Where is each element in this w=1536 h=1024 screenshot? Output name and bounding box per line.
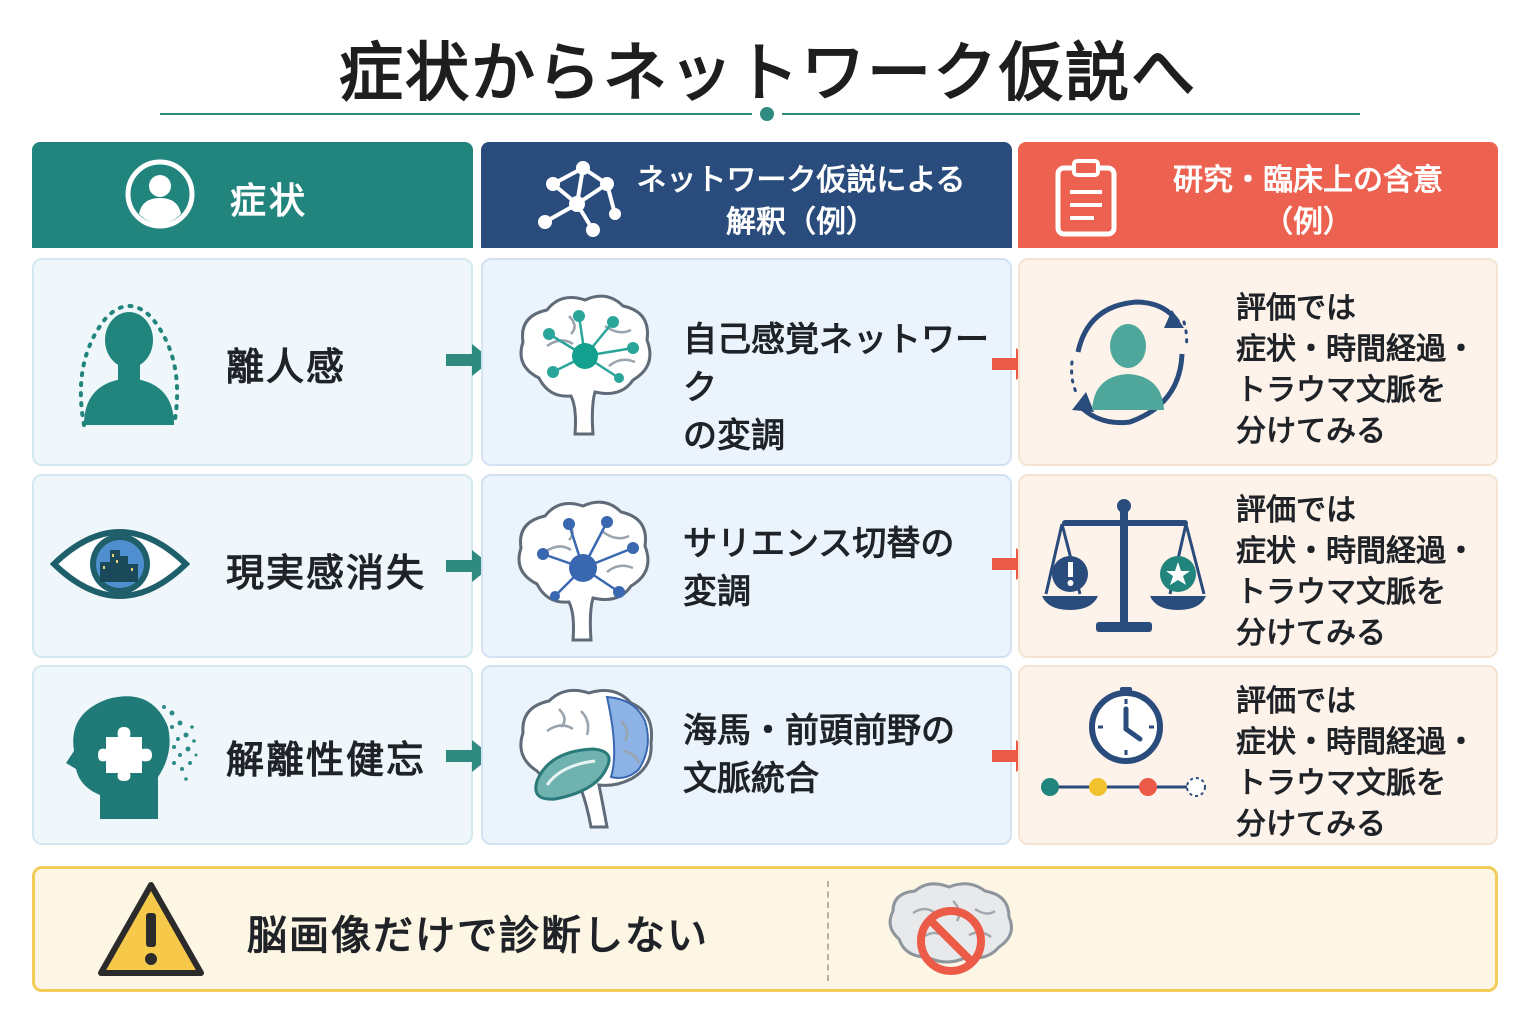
symptom-label: 解離性健忘 — [226, 738, 427, 782]
head-puzzle-icon — [66, 696, 198, 819]
symptom-label: 離人感 — [226, 345, 347, 389]
brain-network-icon — [519, 294, 652, 436]
title-divider — [160, 107, 1360, 121]
interpretation-text: 海馬・前頭前野の 文脈統合 — [683, 711, 955, 799]
row-3-interpretation-cell: 海馬・前頭前野の 文脈統合 — [481, 665, 1012, 845]
eye-city-icon — [50, 529, 190, 599]
header-implication-label: 研究・臨床上の含意 （例） — [1173, 163, 1443, 240]
brain-hippocampus-icon — [519, 688, 654, 829]
user-circle-icon — [125, 159, 195, 229]
warning-triangle-icon — [98, 882, 204, 976]
clock-timeline-icon — [1041, 687, 1206, 797]
row-2-symptom-cell: 現実感消失 — [32, 474, 473, 658]
interpretation-text: 自己感覚ネットワーク の変調 — [683, 320, 989, 456]
brain-prohibited-icon — [888, 882, 1013, 975]
dashed-divider — [827, 881, 829, 981]
row-2-implication-cell: 評価では 症状・時間経過・ トラウマ文脈を 分けてみる — [1018, 474, 1498, 658]
arrow-right-icon — [446, 550, 492, 582]
interpretation-text: サリエンス切替の 変調 — [683, 524, 955, 612]
network-graph-icon — [538, 161, 621, 237]
arrow-right-icon — [446, 740, 492, 772]
header-interpretation-label: ネットワーク仮説による 解釈（例） — [636, 163, 966, 240]
page-title: 症状からネットワーク仮説へ — [339, 37, 1197, 111]
clipboard-icon — [1055, 159, 1117, 237]
arrow-right-icon — [446, 344, 492, 376]
row-2-interpretation-cell: サリエンス切替の 変調 — [481, 474, 1012, 658]
implication-text: 評価では 症状・時間経過・ トラウマ文脈を 分けてみる — [1236, 684, 1476, 842]
person-silhouette-icon — [78, 304, 180, 427]
row-1-implication-cell: 評価では 症状・時間経過・ トラウマ文脈を 分けてみる — [1018, 258, 1498, 466]
warning-text: 脳画像だけで診断しない — [247, 913, 709, 959]
row-1-interpretation-cell: 自己感覚ネットワーク の変調 — [481, 258, 1012, 466]
row-3-implication-cell: 評価では 症状・時間経過・ トラウマ文脈を 分けてみる — [1018, 665, 1498, 845]
balance-scale-icon — [1042, 499, 1206, 632]
implication-text: 評価では 症状・時間経過・ トラウマ文脈を 分けてみる — [1236, 493, 1476, 651]
warning-banner: 脳画像だけで診断しない — [32, 866, 1498, 992]
header-symptom-label: 症状 — [230, 181, 309, 222]
header-interpretation: ネットワーク仮説による 解釈（例） — [481, 142, 1012, 248]
header-implication: 研究・臨床上の含意 （例） — [1018, 142, 1498, 248]
implication-text: 評価では 症状・時間経過・ トラウマ文脈を 分けてみる — [1236, 291, 1476, 449]
header-symptom: 症状 — [32, 142, 473, 248]
row-3-symptom-cell: 解離性健忘 — [32, 665, 473, 845]
row-1-symptom-cell: 離人感 — [32, 258, 473, 466]
symptom-label: 現実感消失 — [226, 551, 427, 595]
brain-network-icon — [517, 500, 650, 642]
cycle-person-icon — [1070, 299, 1189, 426]
